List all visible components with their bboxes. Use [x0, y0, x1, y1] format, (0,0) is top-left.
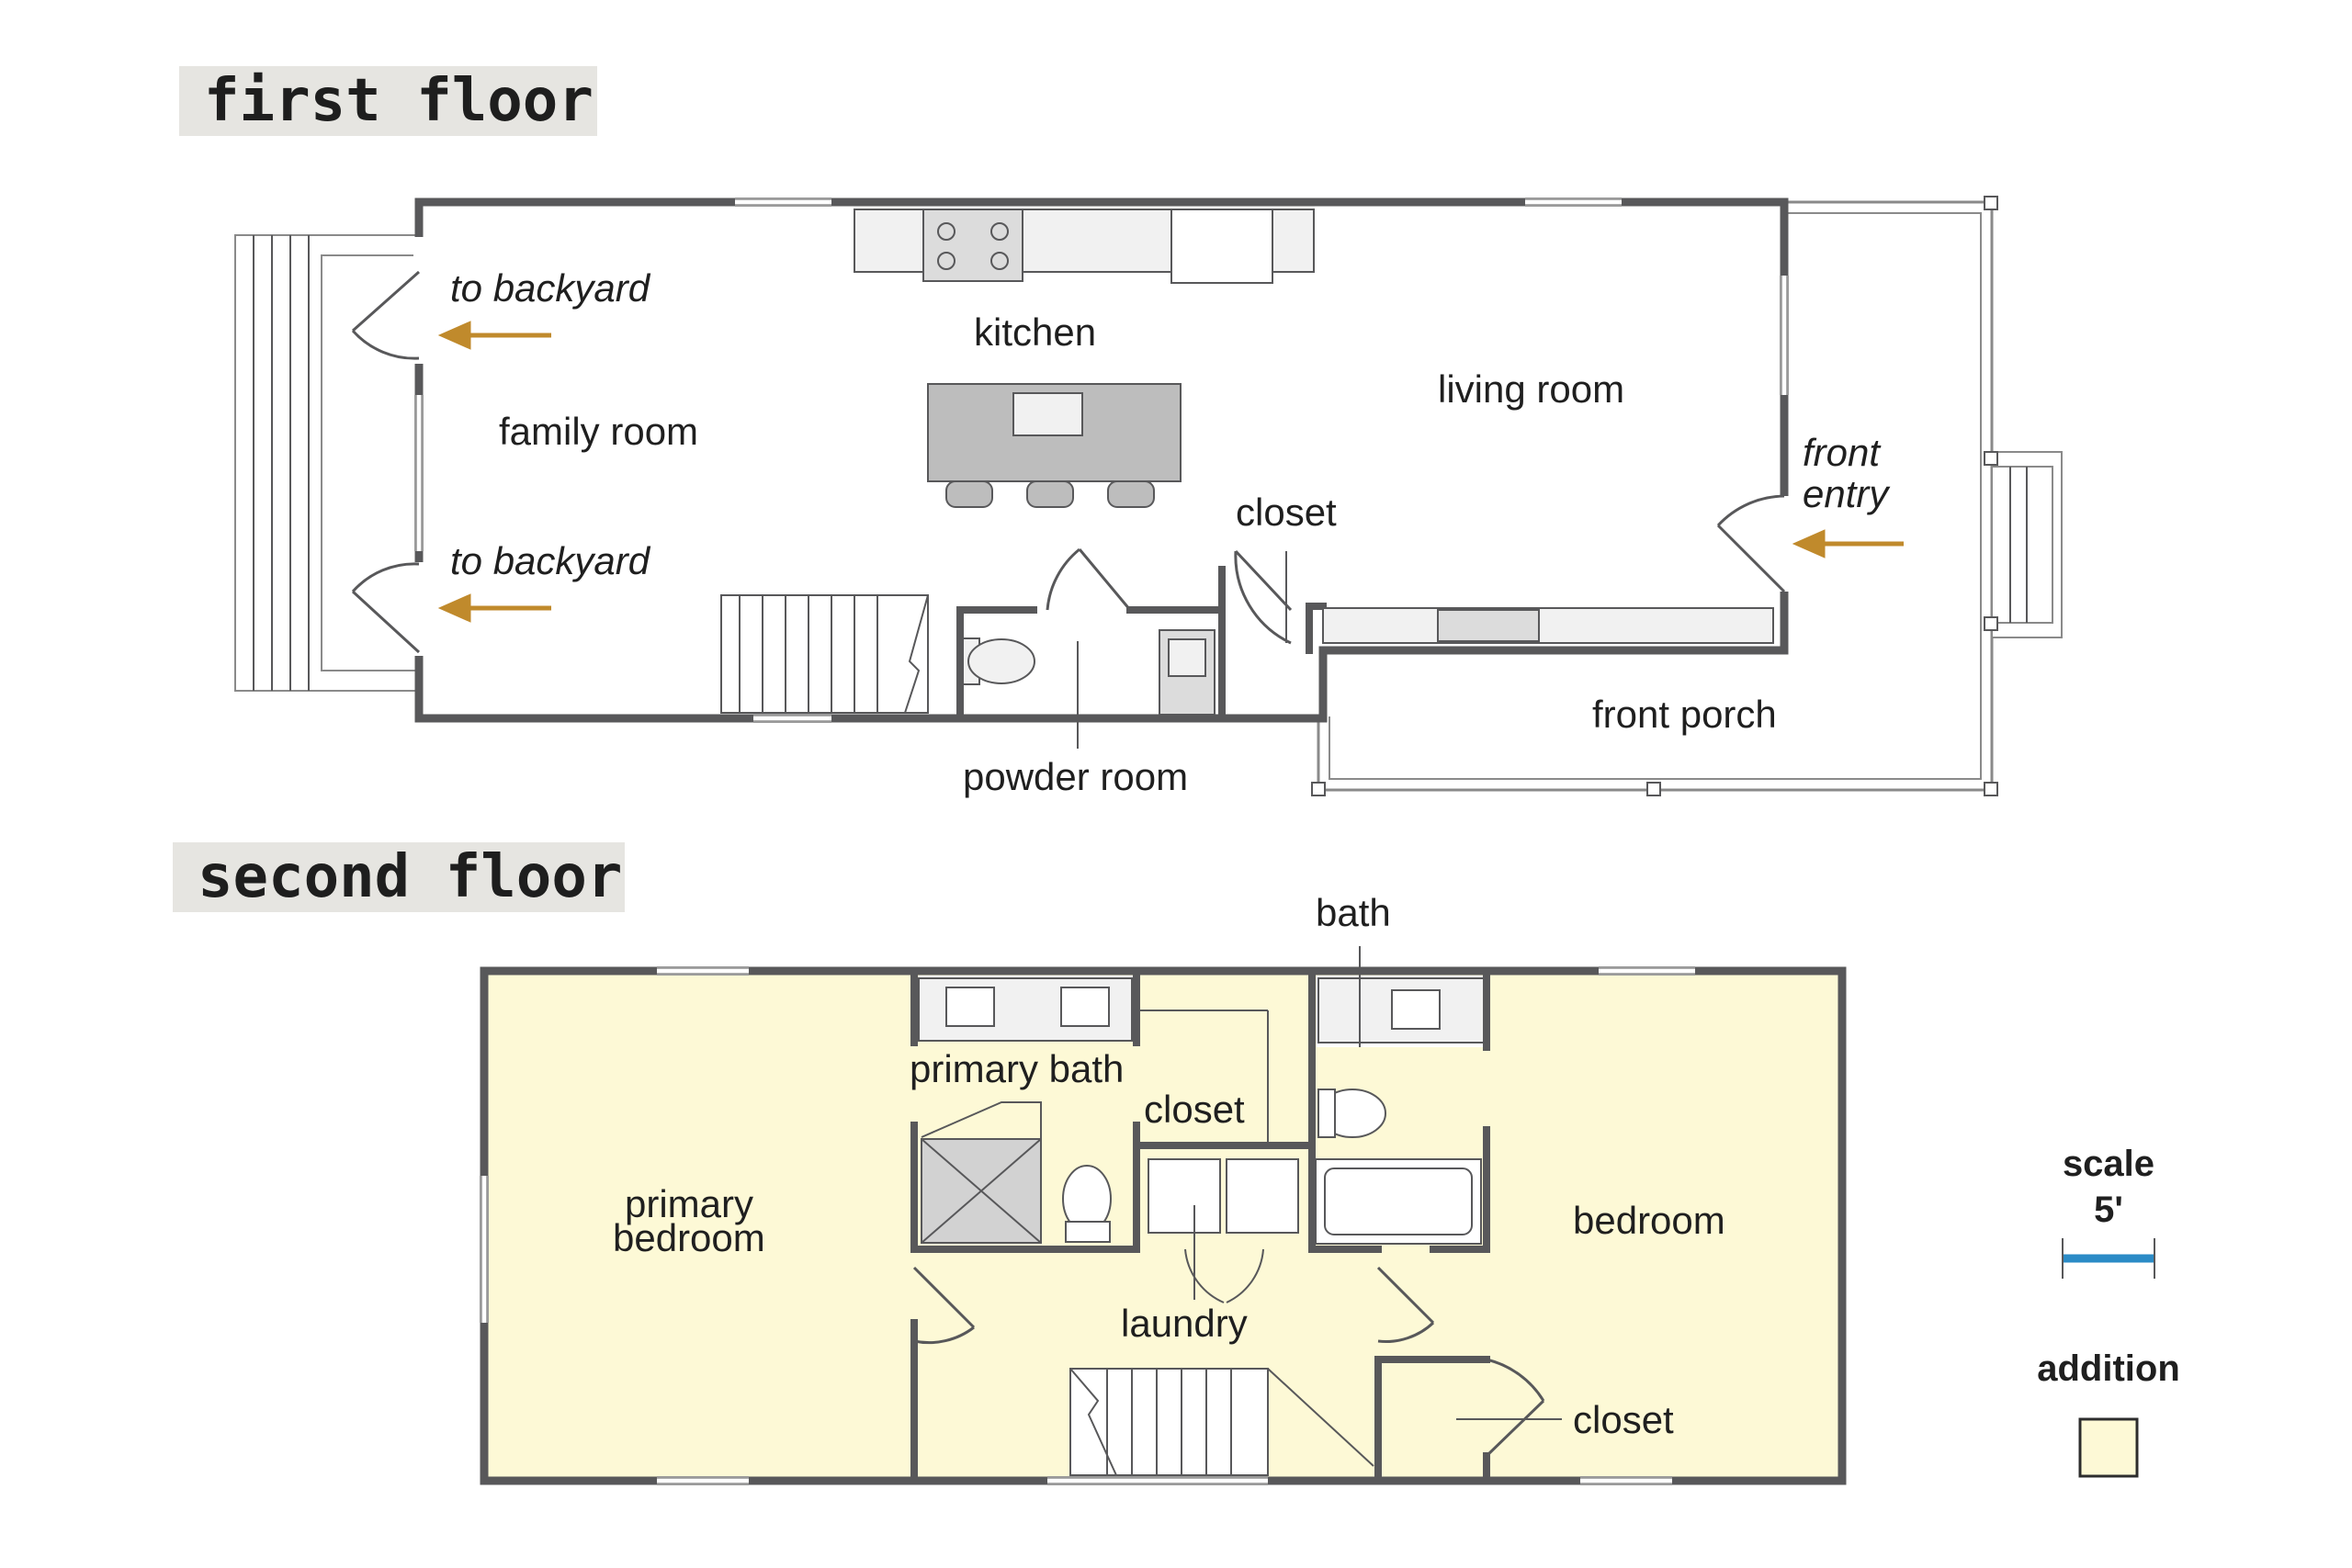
first-floor-heading-text: first floor	[204, 67, 594, 135]
second-floor-heading: second floor	[173, 842, 625, 912]
label-front-entry-line1: front	[1803, 431, 1882, 474]
sink-icon	[1168, 638, 1206, 677]
label-kitchen: kitchen	[974, 310, 1096, 354]
label-primary-bath: primary bath	[910, 1047, 1124, 1090]
sink-icon	[1060, 987, 1110, 1027]
range-icon	[922, 209, 1023, 282]
sink-icon	[1012, 392, 1083, 436]
living-room-counter	[1322, 607, 1774, 644]
second-floor-interior-walls	[910, 967, 1490, 1484]
label-powder-room: powder room	[963, 755, 1188, 798]
stool-icon	[1026, 480, 1074, 508]
kitchen-counter	[854, 209, 1315, 284]
first-floor-heading-bg	[179, 66, 597, 136]
sink-icon	[1391, 989, 1441, 1030]
legend-addition-label: addition	[2037, 1348, 2180, 1389]
stool-icon	[1107, 480, 1155, 508]
back-deck	[234, 234, 420, 692]
shower-icon	[921, 1101, 1042, 1244]
closet-door	[1234, 549, 1293, 645]
second-floor-heading-bg	[173, 842, 625, 912]
toilet-icon	[967, 638, 1035, 684]
powder-room-fixtures	[962, 629, 1216, 716]
label-primary-bedroom-line2: bedroom	[613, 1216, 765, 1259]
first-floor-walls	[414, 197, 1789, 723]
label-closet-upper: closet	[1144, 1088, 1245, 1131]
legend-scale-value: 5'	[2094, 1190, 2123, 1230]
front-porch	[1311, 196, 2063, 796]
backyard-arrow-top	[437, 321, 551, 350]
label-laundry: laundry	[1121, 1302, 1248, 1345]
label-bath: bath	[1316, 891, 1391, 934]
second-floor-plan: bath primary bath closet primary bedroom…	[480, 891, 1847, 1485]
kitchen-island	[927, 383, 1182, 508]
label-closet: closet	[1236, 491, 1337, 534]
label-front-porch: front porch	[1592, 693, 1777, 736]
dryer-icon	[1226, 1158, 1299, 1234]
addition-swatch	[2078, 1417, 2139, 1478]
second-floor-stairs	[1069, 1368, 1374, 1476]
label-to-backyard-bottom: to backyard	[450, 539, 651, 582]
front-entry-door	[1716, 494, 1786, 593]
legend-scale-title: scale	[2063, 1144, 2154, 1184]
label-to-backyard-top: to backyard	[450, 266, 651, 310]
bath-fixtures	[1315, 977, 1485, 1245]
first-floor-heading: first floor	[179, 66, 597, 136]
laundry-machines	[1148, 1158, 1299, 1303]
first-floor-plan: to backyard to backyard kitchen family r…	[234, 196, 2063, 798]
label-family-room: family room	[499, 410, 698, 453]
label-living-room: living room	[1438, 367, 1624, 411]
label-primary-bedroom-line1: primary	[625, 1182, 753, 1225]
legend: scale 5' addition	[2037, 1144, 2180, 1478]
second-floor-heading-text: second floor	[198, 843, 622, 911]
sink-icon	[945, 987, 995, 1027]
label-closet-lower: closet	[1573, 1398, 1674, 1441]
primary-bath-vanity	[918, 977, 1133, 1042]
label-front-entry-line2: entry	[1803, 472, 1891, 515]
second-floor-doors	[912, 1266, 1545, 1458]
powder-room-door	[1046, 547, 1132, 611]
first-floor-stairs	[720, 594, 929, 714]
stool-icon	[945, 480, 993, 508]
front-entry-arrow	[1792, 529, 1904, 558]
label-bedroom: bedroom	[1573, 1199, 1725, 1242]
backyard-arrow-bottom	[437, 593, 551, 623]
washer-icon	[1148, 1158, 1221, 1234]
refrigerator-icon	[1170, 209, 1273, 284]
back-doors	[351, 270, 421, 654]
